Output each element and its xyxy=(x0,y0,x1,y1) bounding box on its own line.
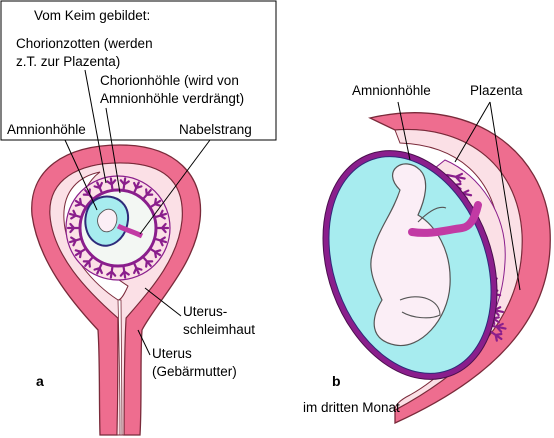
label-uterus-2: (Gebärmutter) xyxy=(152,364,237,379)
label-chorionhoehle-1: Chorionhöhle (wird von xyxy=(100,73,239,88)
letter-a: a xyxy=(36,373,44,389)
label-amnionhoehle-b: Amnionhöhle xyxy=(352,83,431,98)
legend-heading: Vom Keim gebildet: xyxy=(34,8,150,23)
label-nabelstrang: Nabelstrang xyxy=(179,122,252,137)
letter-b: b xyxy=(332,373,341,389)
caption-b: im dritten Monat xyxy=(303,400,400,415)
label-plazenta: Plazenta xyxy=(470,83,523,98)
label-chorionzotten-1: Chorionzotten (werden xyxy=(16,36,153,51)
label-uterus-1: Uterus xyxy=(152,346,192,361)
label-schleimhaut-2: schleimhaut xyxy=(183,322,255,337)
label-chorionhoehle-2: Amnionhöhle verdrängt) xyxy=(100,91,244,106)
label-amnionhoehle-a: Amnionhöhle xyxy=(7,122,86,137)
label-chorionzotten-2: z.T. zur Plazenta) xyxy=(16,54,120,69)
label-schleimhaut-1: Uterus- xyxy=(183,304,227,319)
figure-a-uterus-early xyxy=(32,145,201,435)
